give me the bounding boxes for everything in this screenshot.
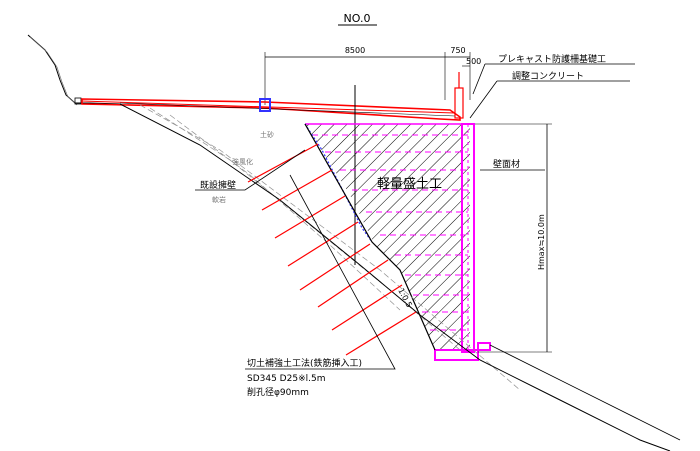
ground-line [27, 34, 121, 105]
lower-ground-line [119, 103, 671, 451]
lightweight-fill-area [305, 124, 470, 350]
rock-boundary [304, 123, 373, 243]
dim-8500: 8500 [345, 46, 365, 55]
survey-marker [74, 97, 82, 105]
right-ground-line [489, 344, 681, 441]
lightweight-fill-label: 軽量盛土工 [377, 177, 442, 192]
wall-footing [434, 342, 491, 361]
road-pavement [81, 98, 461, 121]
wall-material-label: 壁面材 [493, 158, 520, 170]
height-label: Hmax≒10.0m [537, 214, 546, 270]
dim-500: 500 [466, 57, 481, 66]
blue-fixture [259, 98, 271, 112]
weathered-label: 強風化 [232, 157, 253, 166]
road-black-line [119, 102, 456, 117]
dim-750: 750 [450, 46, 465, 55]
soil-sand-label: 土砂 [260, 130, 274, 139]
reinforcement-hole: 削孔径φ90mm [247, 386, 309, 398]
existing-wall-label: 既設擁壁 [200, 179, 236, 191]
reinforcement-method: 切土補強土工法(鉄筋挿入工) [247, 357, 362, 369]
rebar-lines [247, 143, 417, 356]
drawing-title: NO.0 [344, 12, 371, 25]
soft-rock-label: 軟岩 [212, 195, 226, 204]
ground-line-shadow [29, 36, 78, 106]
cut-slope-line [304, 123, 436, 351]
leader-lines [195, 63, 635, 370]
road-pavement-mid [81, 100, 456, 114]
adjust-concrete-label: 調整コンクリート [512, 70, 584, 82]
precast-fence-label: プレキャスト防護柵基礎工 [498, 53, 606, 65]
reinforcement-spec: SD345 D25※l.5m [247, 374, 325, 384]
